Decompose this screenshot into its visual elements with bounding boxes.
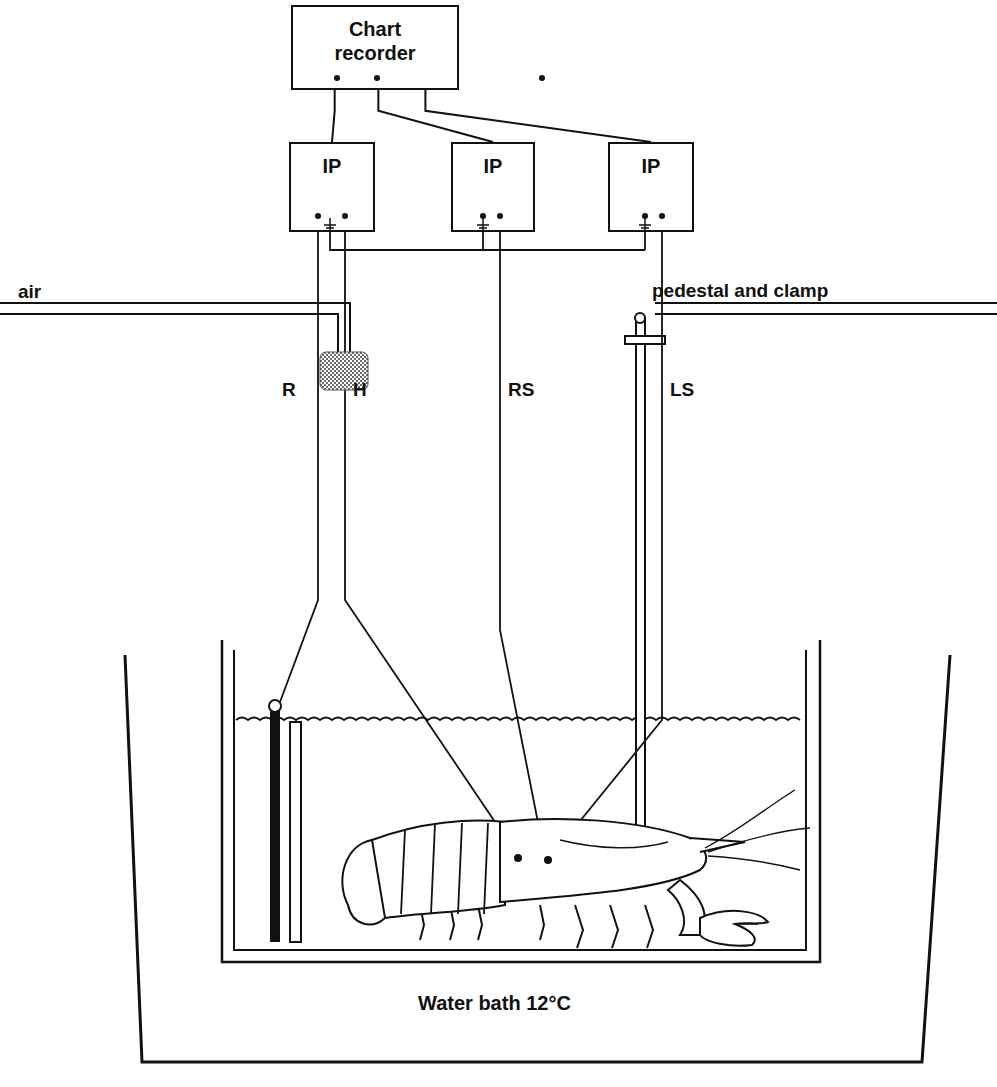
signal-name: RS xyxy=(508,380,534,401)
signal-cable xyxy=(332,90,335,142)
clamp xyxy=(625,336,665,344)
electrode-s xyxy=(544,856,552,864)
lobster xyxy=(342,790,810,948)
box-label: IP xyxy=(610,154,692,178)
air-tube xyxy=(0,303,350,352)
box-label: Chart recorder xyxy=(293,17,457,65)
air-tube xyxy=(0,314,338,352)
electrode-h xyxy=(514,854,522,862)
signal-cable xyxy=(378,90,493,142)
box-label: IP xyxy=(453,154,533,178)
part-label: air xyxy=(18,282,41,303)
amplifier-box: IP xyxy=(451,142,535,232)
recorder-box: Chart recorder xyxy=(291,5,459,90)
tank-outer-wall xyxy=(222,640,820,962)
amplifier-box: IP xyxy=(608,142,694,232)
terminal-dot xyxy=(315,75,665,219)
wire-ls xyxy=(550,232,662,858)
clamp-rod xyxy=(636,318,645,848)
part-label: Water bath 12°C xyxy=(418,992,571,1014)
wire-rs xyxy=(500,232,545,858)
water-bath xyxy=(125,655,950,1062)
tank-inner-wall xyxy=(234,650,806,950)
wire-h xyxy=(345,232,518,856)
clamp-knob xyxy=(635,313,645,323)
wire-r xyxy=(280,232,318,702)
signal-name: H xyxy=(353,380,367,401)
box-label: IP xyxy=(291,154,373,178)
part-label: pedestal and clamp xyxy=(652,281,828,302)
signal-name: LS xyxy=(670,380,694,401)
ground-bus xyxy=(330,232,645,250)
pedestal-bar xyxy=(655,303,997,314)
signal-cable xyxy=(425,90,651,142)
electrode-terminal xyxy=(269,700,281,712)
electrode-plate xyxy=(290,722,301,942)
reference-electrode xyxy=(270,710,280,942)
signal-name: R xyxy=(282,380,296,401)
amplifier-box: IP xyxy=(289,142,375,232)
